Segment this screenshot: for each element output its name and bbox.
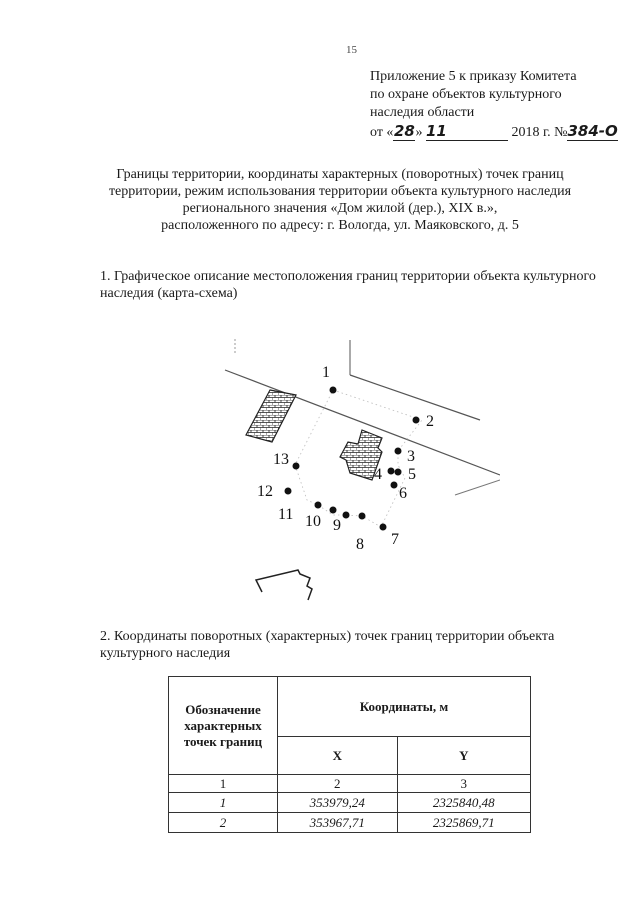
outbuilding-outline [254,569,313,601]
table-cell: 2325869,71 [396,812,532,833]
point-label-2: 2 [426,413,434,430]
point-label-13: 13 [273,451,289,468]
table-cell: 1 [168,792,278,813]
document-title: Границы территории, координаты характерн… [60,166,620,234]
boundary-point-11 [314,501,322,509]
title-line-1: Границы территории, координаты характерн… [116,167,564,182]
table-cell: 353979,24 [277,792,398,813]
header-y: Y [396,736,532,775]
point-label-10: 10 [305,513,321,530]
boundary-point-12 [284,487,292,495]
col-number: 1 [168,774,278,793]
point-label-12: 12 [257,483,273,500]
title-line-3: регионального значения «Дом жилой (дер.)… [182,201,498,216]
point-label-6: 6 [399,485,407,502]
street-line-right [349,374,481,421]
boundary-point-8 [358,512,366,520]
date-month: 11 [425,122,508,141]
table-row: 2 353967,71 2325869,71 [168,812,532,833]
table-cell: 2325840,48 [396,792,532,813]
appendix-line-3: наследия области [370,105,475,120]
boundary-point-6 [390,481,398,489]
section-1-heading: 1. Графическое описание местоположения г… [100,269,596,301]
appendix-line-1: Приложение 5 к приказу Комитета [370,69,577,84]
page-number: 15 [346,44,357,56]
street-line-corner [454,479,500,496]
appendix-line-2: по охране объектов культурного [370,87,562,102]
point-label-4: 4 [374,466,382,483]
boundary-point-7 [379,523,387,531]
point-label-11: 11 [278,506,293,523]
boundary-point-9 [342,511,350,519]
table-row: 1 353979,24 2325840,48 [168,792,532,813]
date-mid: » [415,125,426,140]
street-line-upper [224,369,500,476]
date-day: 28 [393,122,416,141]
neighbor-building [245,389,297,443]
table-cell: 2 [168,812,278,833]
boundary-line [294,389,423,528]
point-label-8: 8 [356,536,364,553]
header-point: Обозначение характерных точек границ [168,676,278,775]
boundary-point-10 [329,506,337,514]
appendix-header: Приложение 5 к приказу Комитета по охран… [370,68,630,142]
boundary-point-1 [329,386,337,394]
date-year: 2018 г. № [511,125,568,140]
col-number: 2 [277,774,398,793]
point-label-3: 3 [407,448,415,465]
title-line-2: территории, режим использования территор… [108,184,572,199]
point-label-9: 9 [333,517,341,534]
section-2-heading: 2. Координаты поворотных (характерных) т… [100,629,555,661]
boundary-point-3 [394,447,402,455]
point-label-1: 1 [322,364,330,381]
title-line-4: расположенного по адресу: г. Вологда, ул… [161,218,519,233]
boundary-point-2 [412,416,420,424]
appendix-date-line: от «28» 11 2018 г. №384-О [370,122,630,142]
table-cell: 353967,71 [277,812,398,833]
boundary-point-4 [387,467,395,475]
header-coords: Координаты, м [277,676,531,737]
header-x: X [277,736,398,775]
heritage-house [339,429,383,481]
date-prefix: от « [370,125,394,140]
coordinates-table: Обозначение характерных точек границ Коо… [168,676,532,833]
point-label-5: 5 [408,466,416,483]
col-number: 3 [396,774,532,793]
order-number: 384-О [567,122,618,141]
boundary-point-13 [292,462,300,470]
point-label-7: 7 [391,531,399,548]
boundary-point-5 [394,468,402,476]
